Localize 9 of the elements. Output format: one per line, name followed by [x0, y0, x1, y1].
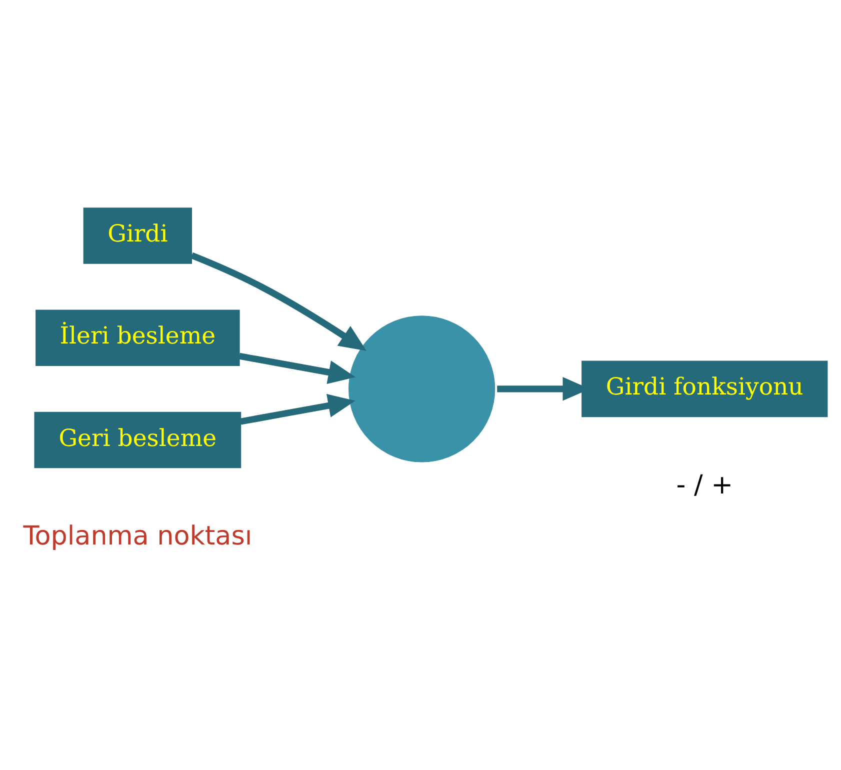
label: Toplanma noktası [23, 522, 252, 552]
node-box: Geri besleme [34, 412, 242, 468]
arrow [240, 394, 356, 425]
arrow [238, 352, 356, 384]
node-box: Girdi [83, 208, 192, 264]
arrow [190, 252, 366, 351]
label: - / + [676, 470, 734, 501]
node-box: Girdi fonksiyonu [582, 360, 828, 418]
node-box: İleri besleme [36, 310, 240, 366]
